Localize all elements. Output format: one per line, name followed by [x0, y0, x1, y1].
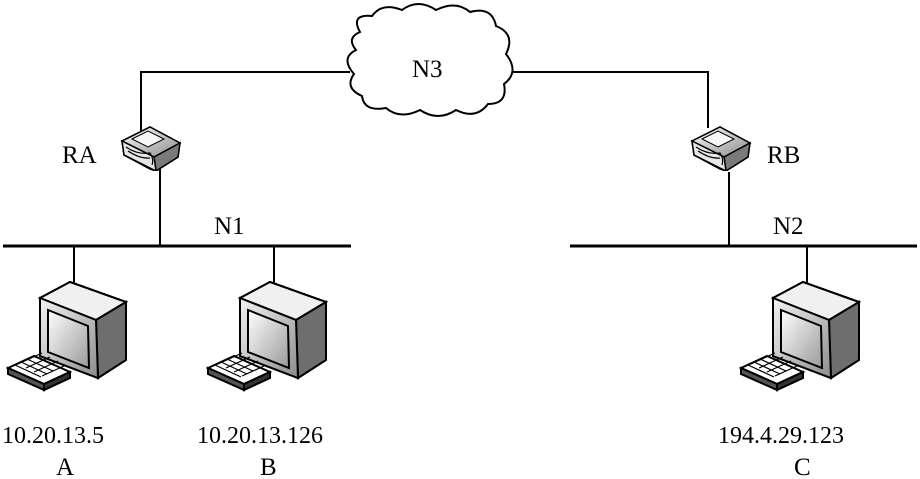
computer-icon — [207, 281, 327, 391]
link-n3-rb — [512, 71, 709, 128]
router-label-ra: RA — [62, 142, 97, 169]
host-b-ip: 10.20.13.126 — [197, 423, 323, 449]
router-label-rb: RB — [767, 142, 800, 169]
host-b-name: B — [260, 454, 277, 479]
host-a-ip: 10.20.13.5 — [2, 423, 104, 449]
network-label-n2: N2 — [773, 213, 804, 240]
computer-icon — [740, 281, 860, 391]
link-ra-n3 — [140, 71, 350, 137]
connections — [73, 71, 808, 286]
network-label-n1: N1 — [214, 213, 245, 240]
host-a-name: A — [56, 454, 74, 479]
host-c-ip: 194.4.29.123 — [718, 423, 844, 449]
cloud-icon — [346, 3, 514, 117]
network-label-n3: N3 — [412, 56, 443, 83]
host-c-name: C — [794, 454, 811, 479]
router-icon — [691, 126, 751, 171]
router-icon — [121, 126, 181, 171]
computer-icon — [7, 281, 127, 391]
